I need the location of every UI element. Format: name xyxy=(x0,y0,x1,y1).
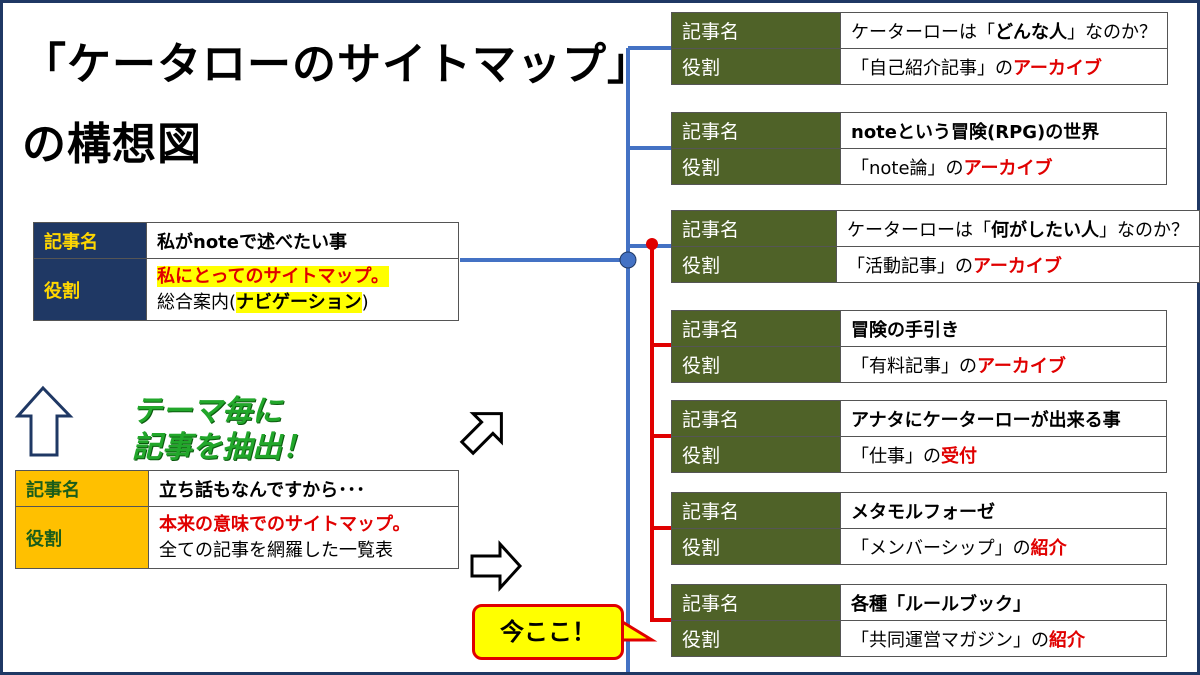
right-card-7-name-value: 各種「ルールブック」 xyxy=(840,584,1167,621)
left-bottom-name-label: 記事名 xyxy=(15,470,149,507)
right-card-1: 記事名ケーターローは「どんな人」なのか？役割「自己紹介記事」のアーカイブ xyxy=(671,12,1168,85)
right-card-6-name-value: メタモルフォーゼ xyxy=(840,492,1167,529)
left-bottom-role-label: 役割 xyxy=(15,506,149,569)
red-junction-dot xyxy=(646,238,658,250)
right-card-1-name-value: ケーターローは「どんな人」なのか？ xyxy=(840,12,1168,49)
right-card-2-role-value: 「note論」のアーカイブ xyxy=(840,148,1167,185)
right-card-2-role-label: 役割 xyxy=(671,148,841,185)
left-bottom-role-line-1: 本来の意味でのサイトマップ。 xyxy=(159,513,411,535)
right-card-5-role-segment: 「仕事」の xyxy=(851,445,941,467)
left-bottom-name-value: 立ち話もなんですから･･･ xyxy=(148,470,459,507)
right-card-6-role-segment: 「メンバーシップ」の xyxy=(851,537,1031,559)
right-card-6-role-segment: 紹介 xyxy=(1030,537,1067,559)
title-line-1: 「ケータローのサイトマップ」 xyxy=(22,39,652,90)
right-card-4: 記事名冒険の手引き役割「有料記事」のアーカイブ xyxy=(671,310,1167,383)
right-card-4-name-label: 記事名 xyxy=(671,310,841,347)
left-top-role-highlight: 私にとってのサイトマップ。 xyxy=(157,265,390,287)
right-card-2: 記事名 noteという冒険(RPG)の世界役割「note論」のアーカイブ xyxy=(671,112,1167,185)
up-arrow-icon xyxy=(14,385,74,457)
left-bottom-card: 記事名 立ち話もなんですから･･･ 役割 本来の意味でのサイトマップ。 全ての記… xyxy=(15,470,459,569)
right-card-7-role-value: 「共同運営マガジン」の紹介 xyxy=(840,620,1167,657)
left-top-card: 記事名 私がnoteで述べたい事 役割 私にとってのサイトマップ。 総合案内(ナ… xyxy=(33,222,459,321)
right-card-1-name-label: 記事名 xyxy=(671,12,841,49)
right-card-2-name-segment: noteという冒険(RPG)の世界 xyxy=(851,121,1100,143)
right-card-3-name-segment: 」なのか？ xyxy=(1099,219,1189,241)
right-card-3-name-segment: 何がしたい人 xyxy=(991,219,1099,241)
right-card-1-role-value: 「自己紹介記事」のアーカイブ xyxy=(840,48,1168,85)
right-card-3: 記事名ケーターローは「何がしたい人」なのか？役割「活動記事」のアーカイブ xyxy=(671,210,1200,283)
theme-text-line-1: テーマ毎に xyxy=(132,394,282,429)
right-card-1-name-segment: ケーターローは「 xyxy=(851,21,995,43)
title-line-2: の構想図 xyxy=(22,119,202,170)
right-card-6-name-label: 記事名 xyxy=(671,492,841,529)
right-card-1-role-label: 役割 xyxy=(671,48,841,85)
right-card-3-role-segment: 「活動記事」の xyxy=(847,255,973,277)
right-card-7: 記事名各種「ルールブック」役割「共同運営マガジン」の紹介 xyxy=(671,584,1167,657)
right-arrow-icon xyxy=(470,540,523,592)
right-card-1-role-segment: 「自己紹介記事」の xyxy=(851,57,1013,79)
right-card-3-role-value: 「活動記事」のアーカイブ xyxy=(836,246,1200,283)
right-card-1-role-segment: アーカイブ xyxy=(1013,57,1102,79)
right-card-4-role-segment: 「有料記事」の xyxy=(851,355,977,377)
right-card-6-name-segment: メタモルフォーゼ xyxy=(851,501,995,523)
right-card-5-name-value: アナタにケーターローが出来る事 xyxy=(840,400,1167,437)
right-card-5: 記事名アナタにケーターローが出来る事役割「仕事」の受付 xyxy=(671,400,1167,473)
right-card-3-name-value: ケーターローは「何がしたい人」なのか？ xyxy=(836,210,1200,247)
right-card-1-name-segment: どんな人 xyxy=(995,21,1067,43)
right-card-6: 記事名メタモルフォーゼ役割「メンバーシップ」の紹介 xyxy=(671,492,1167,565)
left-top-name-value: 私がnoteで述べたい事 xyxy=(146,222,459,259)
left-top-role-post: ) xyxy=(361,291,369,313)
right-card-4-role-segment: アーカイブ xyxy=(977,355,1066,377)
right-card-7-role-segment: 「共同運営マガジン」の xyxy=(851,629,1049,651)
right-card-7-name-label: 記事名 xyxy=(671,584,841,621)
blue-junction-dot xyxy=(619,251,637,269)
diagonal-arrow-icon xyxy=(459,412,503,456)
current-location-callout: 今ここ！ xyxy=(472,604,624,660)
right-card-3-role-label: 役割 xyxy=(671,246,837,283)
right-card-4-name-value: 冒険の手引き xyxy=(840,310,1167,347)
right-card-6-role-label: 役割 xyxy=(671,528,841,565)
right-card-4-name-segment: 冒険の手引き xyxy=(851,319,959,341)
right-card-2-name-label: 記事名 xyxy=(671,112,841,149)
left-top-name-label: 記事名 xyxy=(33,222,147,259)
right-card-2-name-value: noteという冒険(RPG)の世界 xyxy=(840,112,1167,149)
right-card-1-name-segment: 」なのか？ xyxy=(1067,21,1157,43)
right-card-5-role-value: 「仕事」の受付 xyxy=(840,436,1167,473)
left-top-role-label: 役割 xyxy=(33,258,147,321)
left-top-role-pre: 総合案内( xyxy=(157,291,237,313)
right-card-5-role-label: 役割 xyxy=(671,436,841,473)
right-card-4-role-label: 役割 xyxy=(671,346,841,383)
right-card-3-name-label: 記事名 xyxy=(671,210,837,247)
right-card-3-role-segment: アーカイブ xyxy=(973,255,1062,277)
right-card-6-role-value: 「メンバーシップ」の紹介 xyxy=(840,528,1167,565)
right-card-7-role-segment: 紹介 xyxy=(1049,629,1085,651)
right-card-4-role-value: 「有料記事」のアーカイブ xyxy=(840,346,1167,383)
left-top-role-bold: ナビゲーション xyxy=(236,291,362,313)
right-card-7-name-segment: 各種「ルールブック」 xyxy=(851,593,1031,615)
left-bottom-role-line-2: 全ての記事を網羅した一覧表 xyxy=(159,539,393,561)
right-card-3-name-segment: ケーターローは「 xyxy=(847,219,991,241)
theme-text-line-2: 記事を抽出！ xyxy=(132,430,312,465)
right-card-7-role-label: 役割 xyxy=(671,620,841,657)
right-card-5-name-segment: アナタにケーターローが出来る事 xyxy=(851,409,1121,431)
right-card-5-name-label: 記事名 xyxy=(671,400,841,437)
right-card-2-role-segment: アーカイブ xyxy=(963,157,1053,179)
right-card-5-role-segment: 受付 xyxy=(941,445,977,467)
right-card-2-role-segment: 「note論」の xyxy=(851,157,964,179)
